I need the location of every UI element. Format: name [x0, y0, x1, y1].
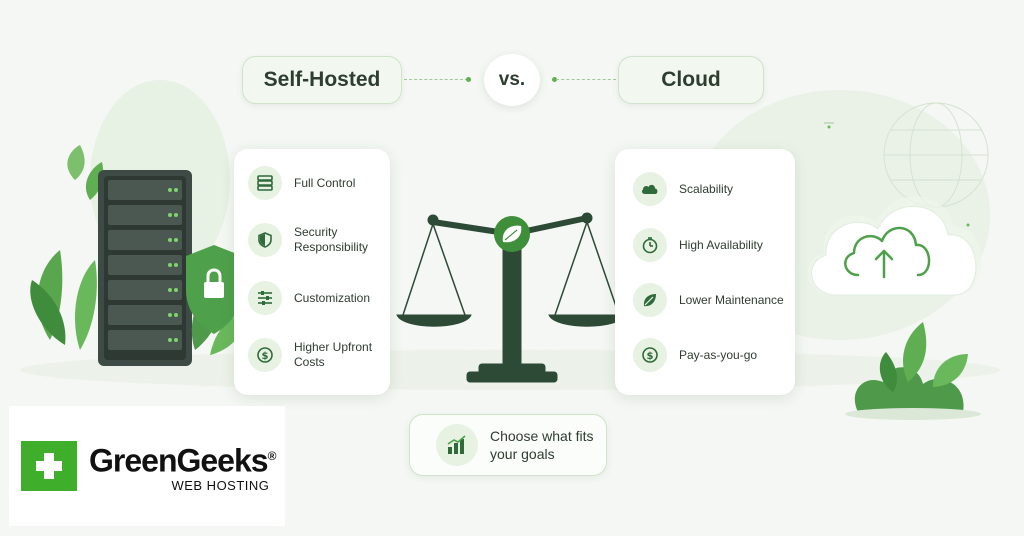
bar-chart-icon — [436, 424, 478, 466]
leaves-left — [30, 145, 104, 350]
vs-badge: vs. — [484, 54, 540, 106]
leaf-icon — [502, 225, 522, 243]
self-hosted-item-label: Security Responsibility — [294, 225, 369, 254]
cloud-item-availability: High Availability — [633, 228, 763, 262]
logo-registered-mark: ® — [267, 449, 277, 464]
cloud-title: Cloud — [618, 56, 764, 104]
logo-brand: GreenGeeks® — [89, 439, 277, 479]
plus-logo-icon — [21, 441, 77, 491]
cloud-item-pay-as-you-go: $ Pay-as-you-go — [633, 338, 757, 372]
rack-units — [108, 180, 182, 350]
clock-icon — [633, 228, 667, 262]
leaf-icon — [633, 283, 667, 317]
server-rack-illustration — [30, 145, 248, 366]
self-hosted-item-label: Full Control — [294, 175, 356, 190]
plant-right-illustration — [845, 322, 981, 420]
choose-goals-text: Choose what fits your goals — [490, 428, 594, 462]
self-hosted-item-upfront-costs: $ Higher Upfront Costs — [248, 338, 384, 372]
connector-right — [556, 79, 616, 80]
balance-scale-illustration — [396, 212, 626, 383]
cloud-upload-illustration — [807, 102, 989, 296]
svg-text:$: $ — [647, 351, 654, 362]
rack-leds — [168, 188, 178, 342]
self-hosted-item-security: Security Responsibility — [248, 223, 384, 257]
cloud-title-text: Cloud — [661, 68, 721, 91]
self-hosted-title-text: Self-Hosted — [263, 68, 381, 91]
shield-icon — [248, 223, 282, 257]
shield-lock-icon — [186, 245, 242, 334]
self-hosted-item-label: Higher Upfront Costs — [294, 340, 373, 369]
connector-left-dot — [466, 77, 471, 82]
vs-text: vs. — [498, 69, 526, 90]
upload-cloud-icon — [844, 226, 931, 279]
cloud-item-label: Lower Maintenance — [679, 292, 784, 307]
self-hosted-item-label: Customization — [294, 290, 371, 305]
logo-text: GreenGeeks® WEB HOSTING — [89, 439, 277, 493]
logo-brand-name: GreenGeeks — [89, 442, 269, 479]
self-hosted-title: Self-Hosted — [242, 56, 402, 104]
connector-right-dot — [552, 77, 557, 82]
self-hosted-item-customization: Customization — [248, 281, 370, 315]
cloud-item-label: High Availability — [679, 237, 763, 252]
cloud-icon — [633, 172, 667, 206]
dollar-icon: $ — [248, 338, 282, 372]
choose-goals-callout: Choose what fits your goals — [409, 414, 607, 476]
logo-subtitle: WEB HOSTING — [171, 477, 270, 493]
cloud-item-maintenance: Lower Maintenance — [633, 283, 784, 317]
server-icon — [248, 166, 282, 200]
cloud-item-label: Pay-as-you-go — [679, 347, 758, 362]
cloud-item-scalability: Scalability — [633, 172, 733, 206]
greengeeks-logo: GreenGeeks® WEB HOSTING — [9, 406, 285, 526]
globe-grid — [883, 102, 989, 208]
self-hosted-card: Full Control Security Responsibility Cus… — [234, 149, 390, 395]
sliders-icon — [248, 281, 282, 315]
svg-text:$: $ — [262, 351, 269, 362]
connector-left — [404, 79, 468, 80]
self-hosted-item-full-control: Full Control — [248, 166, 355, 200]
cloud-card: Scalability High Availability Lower Main… — [615, 149, 795, 395]
cloud-item-label: Scalability — [679, 181, 734, 196]
dollar-icon: $ — [633, 338, 667, 372]
